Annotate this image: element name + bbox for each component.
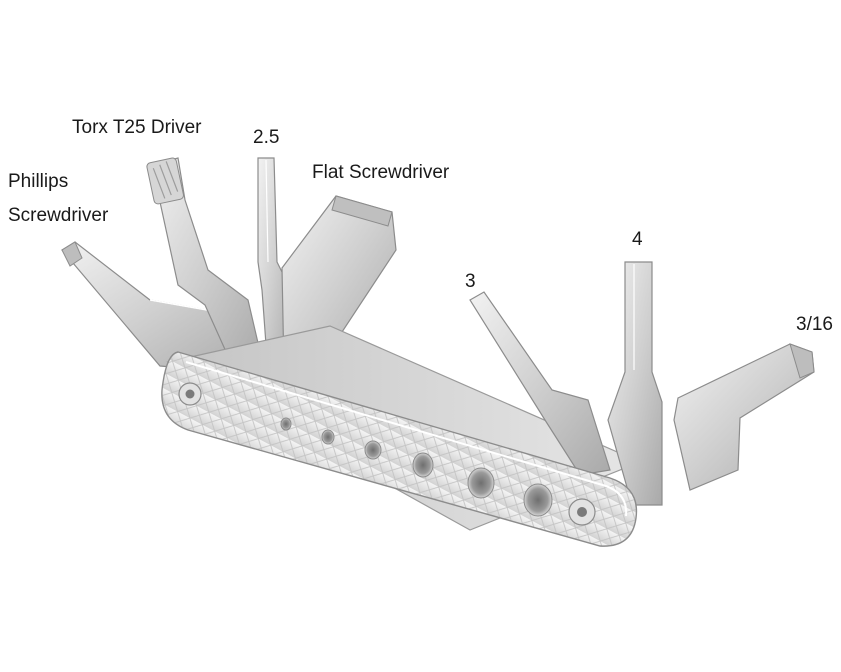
pivot-screw-right — [568, 498, 596, 526]
threaded-hole — [412, 452, 434, 478]
hex-key-3-16-blade — [673, 343, 815, 491]
label-torx-driver: Torx T25 Driver — [72, 117, 202, 138]
threaded-hole — [364, 440, 382, 460]
tool-body-side-plate — [161, 351, 638, 547]
label-hex-key-2-5: 2.5 — [253, 127, 280, 148]
label-hex-key-3-16: 3/16 — [796, 314, 833, 335]
label-hex-key-4: 4 — [632, 229, 643, 250]
label-phillips-screwdriver-line1: Phillips — [8, 171, 69, 192]
threaded-holes — [280, 417, 553, 517]
label-phillips-screwdriver-line2: Screwdriver — [8, 205, 109, 226]
label-flat-screwdriver: Flat Screwdriver — [312, 162, 450, 183]
threaded-hole — [280, 417, 292, 431]
hex-key-4-blade — [607, 261, 663, 506]
threaded-hole — [467, 467, 495, 499]
torx-driver-blade — [146, 157, 263, 366]
threaded-hole — [321, 429, 335, 445]
threaded-hole — [523, 483, 553, 517]
label-hex-key-3: 3 — [465, 271, 476, 292]
hex-key-3-blade — [469, 291, 611, 476]
pivot-screw-left — [178, 382, 202, 406]
